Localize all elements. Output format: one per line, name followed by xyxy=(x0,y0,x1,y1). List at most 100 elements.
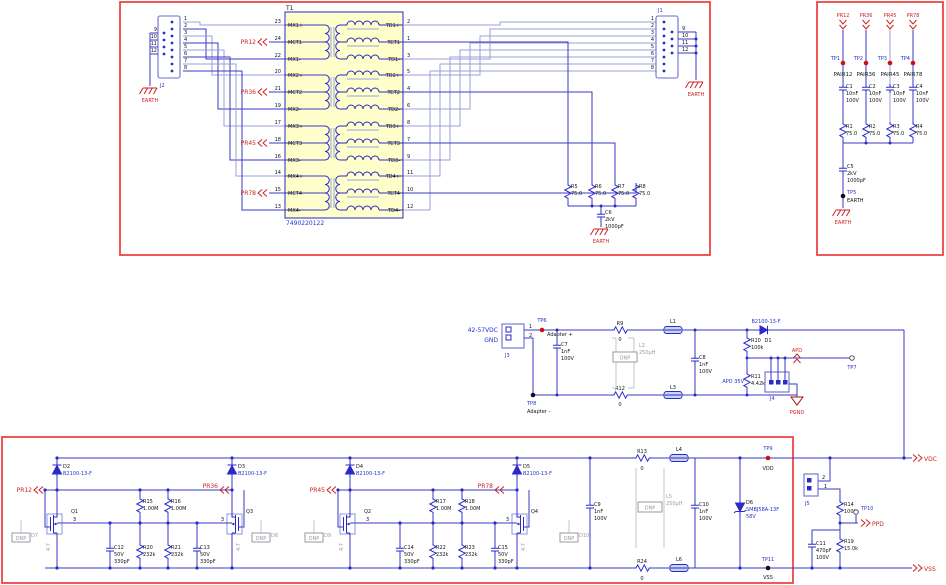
c12-ref: C12 xyxy=(114,545,124,551)
r17-value: 1.00M xyxy=(436,506,451,512)
r13-value: 0 xyxy=(640,466,643,472)
pair-label: PAIR12 xyxy=(834,72,853,78)
c6-ref: C6 xyxy=(605,210,612,216)
j2-pin-number: 1 xyxy=(184,16,187,22)
testpoint-open xyxy=(853,509,859,515)
wires-t1-j1 xyxy=(403,21,656,211)
q4-gate-value: 4.7 xyxy=(521,543,527,551)
dnp-box xyxy=(612,351,638,363)
earth-label: EARTH xyxy=(142,98,159,104)
pair-label: PAIR45 xyxy=(881,72,900,78)
d1-part: B2100-13-F xyxy=(751,319,780,325)
t1-pin-num: 3 xyxy=(407,53,410,59)
right-rail: VDC VSS 2 1 J5 R14 100k TP10 PPD R19 15.… xyxy=(803,454,937,573)
j1-pin-number: 1 xyxy=(651,16,654,22)
r20-value: 232k xyxy=(143,552,156,558)
cap-value: 10nF xyxy=(893,91,906,97)
capacitor-icon xyxy=(690,354,700,365)
dnp-label: DNP xyxy=(309,536,320,542)
t1-pin-name: TCT2 xyxy=(387,90,401,96)
t1-pin-num: 19 xyxy=(275,103,281,109)
c5-ref: C5 xyxy=(847,164,854,170)
j4-pin xyxy=(769,380,774,385)
d1-ref: D1 xyxy=(764,338,771,344)
res-ref: R1 xyxy=(846,124,853,130)
resistor-value: 75.0 xyxy=(639,191,650,197)
j1-pin-number: 12 xyxy=(682,47,688,53)
frame-pair-termination-section xyxy=(816,1,944,256)
t1-pin-num: 24 xyxy=(275,36,281,42)
r23-ref: R23 xyxy=(465,545,475,551)
surge-protection: D2 B2100-13-F Q1 3 4.7 PR12 DNP D7 D3 B2… xyxy=(11,446,912,582)
t1-part-number: 7490220122 xyxy=(286,220,324,227)
capacitor-icon xyxy=(690,501,700,512)
t1-pin-num: 7 xyxy=(407,137,410,143)
t1-pin-name: TD1- xyxy=(387,57,400,63)
l2-ref: L2 xyxy=(639,343,645,349)
junction-dots xyxy=(43,456,906,570)
diode-icon xyxy=(227,461,237,478)
c10-value: 1nF xyxy=(699,509,708,515)
net-port-pr12: PR12 xyxy=(17,487,33,494)
diode-icon xyxy=(757,325,771,335)
adapter-plus-label: Adapter + xyxy=(547,332,573,338)
c7-value: 1nF xyxy=(561,349,570,355)
t1-pin-name: TD2+ xyxy=(385,73,400,79)
t1-pin-name: MX3+ xyxy=(288,124,303,130)
port-arrow-left-icon xyxy=(326,486,337,494)
t1-pin-num: 18 xyxy=(275,137,281,143)
resistor-icon xyxy=(743,335,751,353)
t1-pin-num: 22 xyxy=(275,53,281,59)
tp-ref: TP11 xyxy=(761,557,774,563)
port-arrow-down-icon xyxy=(839,19,847,30)
resistor-value: 75.0 xyxy=(618,191,629,197)
pgnd-ground-icon xyxy=(790,394,804,406)
d6-ref: D6 xyxy=(746,500,753,506)
q3-gate-value: 4.7 xyxy=(236,543,242,551)
frame-lan-section xyxy=(119,1,711,256)
earth-ground-icon xyxy=(832,209,851,217)
mosfet-icon xyxy=(226,512,243,536)
d5-part: B2100-13-F xyxy=(523,471,552,477)
port-arrow-right-icon xyxy=(860,519,871,527)
r9-value: 0 xyxy=(618,337,621,343)
c14-ref: C14 xyxy=(404,545,414,551)
t1-pin-num: 12 xyxy=(407,204,413,210)
c11-ref: C11 xyxy=(816,541,826,547)
t1-pin-num: 10 xyxy=(407,187,413,193)
j5-pin xyxy=(807,478,812,483)
diode-icon xyxy=(345,461,355,478)
dnp-label: DNP xyxy=(645,506,656,512)
cap-volt: 100V xyxy=(869,98,883,104)
t1-body xyxy=(284,11,404,219)
q1-gate-value: 4.7 xyxy=(46,543,52,551)
cap-volt: 100V xyxy=(916,98,930,104)
t1-pin-name: TD1+ xyxy=(385,23,400,29)
t1-pin-num: 4 xyxy=(407,86,410,92)
t1-pin-name: TCT1 xyxy=(387,40,401,46)
r10-value: 100k xyxy=(751,345,764,351)
resistor-ref: R6 xyxy=(595,184,602,190)
c8-value: 1nF xyxy=(699,362,708,368)
t1-pin-num: 16 xyxy=(275,154,281,160)
capacitor-icon xyxy=(105,544,115,555)
q1-pin: 3 xyxy=(73,517,76,523)
pgnd-label: PGND xyxy=(790,410,805,416)
port-arrow-left-icon xyxy=(257,88,268,96)
t1-pin-name: TD2- xyxy=(387,107,400,113)
testpoint-dot xyxy=(530,392,536,398)
resistor-value: 75.0 xyxy=(571,191,582,197)
res-value: 75.0 xyxy=(916,131,927,137)
c13-ref: C13 xyxy=(200,545,210,551)
r14-value: 100k xyxy=(844,509,857,515)
t1-pin-name: MCT3 xyxy=(288,141,302,147)
j2-pin-number: 5 xyxy=(184,44,187,50)
j3-pin-number: 1 xyxy=(529,324,532,330)
j1-pin-number: 11 xyxy=(682,40,688,46)
vdd-label: VDD xyxy=(762,466,773,472)
cap-ref: C4 xyxy=(916,84,923,90)
t1-ref: T1 xyxy=(285,5,294,12)
adapter-minus-label: Adapter - xyxy=(527,409,550,415)
c9-volt: 100V xyxy=(594,516,608,522)
r15-value: 1.00M xyxy=(143,506,158,512)
